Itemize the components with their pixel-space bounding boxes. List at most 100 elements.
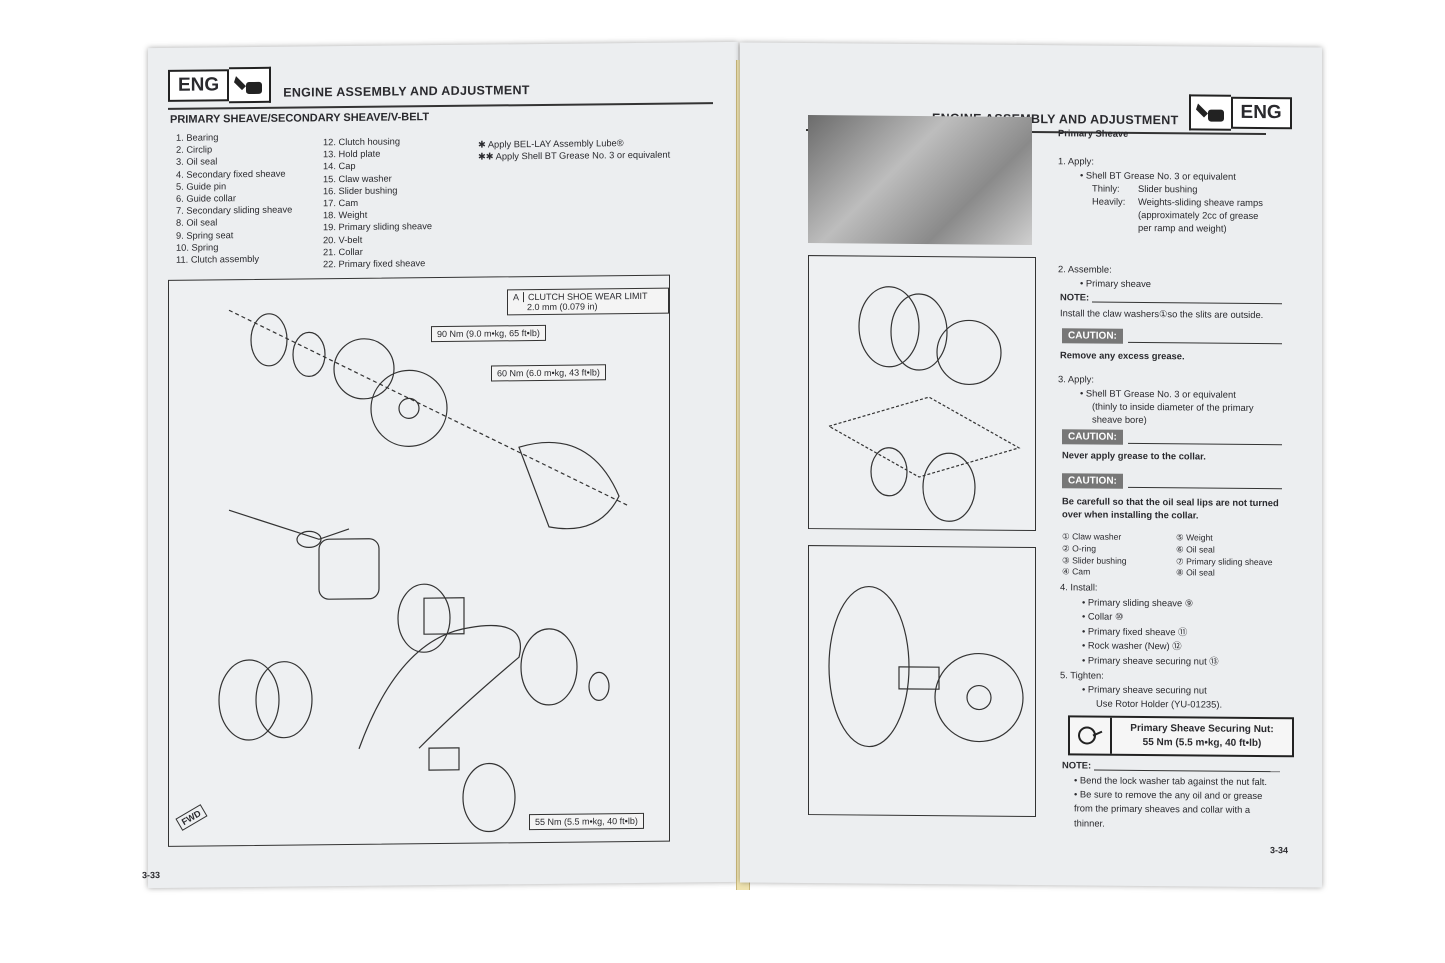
note-text: Install the claw washers①so the slits ar… (1060, 307, 1264, 321)
section-subtitle: PRIMARY SHEAVE/SECONDARY SHEAVE/V-BELT (170, 111, 430, 126)
step4: 4. Install: (1060, 581, 1098, 593)
note2-item: from the primary sheaves and collar with… (1074, 802, 1251, 816)
left-header: ENG ENGINE ASSEMBLY AND ADJUSTMENT (168, 64, 530, 104)
section-heading: Primary Sheave (1058, 127, 1129, 139)
parts-list-item: 16. Slider bushing (323, 185, 398, 197)
step3-a: • Shell BT Grease No. 3 or equivalent (1080, 387, 1236, 400)
step2: 2. Assemble: (1058, 263, 1112, 275)
primary-sheave-diagram (808, 255, 1036, 532)
caution-label-2: CAUTION: (1062, 429, 1123, 445)
step1: 1. Apply: (1058, 155, 1094, 167)
right-header: ENGINE ASSEMBLY AND ADJUSTMENT ENG (932, 92, 1292, 131)
eng-label-right: ENG (1230, 96, 1292, 130)
exploded-diagram-drawing (218, 309, 630, 833)
parts-list-item: 21. Collar (323, 246, 363, 258)
lube-notes: ✱ Apply BEL-LAY Assembly Lube®✱✱ Apply S… (478, 137, 670, 163)
legend-item: ④ Cam (1062, 566, 1091, 577)
caution-label-1: CAUTION: (1062, 328, 1123, 344)
note-rule (1092, 301, 1282, 305)
step1-a: • Shell BT Grease No. 3 or equivalent (1080, 169, 1236, 182)
legend-item: ③ Slider bushing (1062, 554, 1127, 566)
step3: 3. Apply: (1058, 373, 1094, 385)
caution-rule-3 (1128, 486, 1282, 490)
note2-rule (1094, 769, 1280, 773)
torque-55-callout: 55 Nm (5.5 m•kg, 40 ft•lb) (529, 812, 644, 831)
header-rule (168, 102, 713, 110)
step3-c: sheave bore) (1092, 413, 1147, 426)
wear-value: 2.0 mm (0.079 in) (527, 301, 598, 313)
step5-a: • Primary sheave securing nut (1082, 683, 1207, 696)
install-item: • Rock washer (New) ⑫ (1082, 639, 1182, 652)
install-item: • Primary sheave securing nut ⑬ (1082, 654, 1219, 667)
note-label: NOTE: (1060, 291, 1090, 303)
note2-item: thinner. (1074, 816, 1105, 829)
step1-thin-key: Thinly: (1092, 182, 1120, 194)
step2-a: • Primary sheave (1080, 277, 1152, 290)
wear-title: CLUTCH SHOE WEAR LIMIT (528, 290, 648, 303)
left-page: ENG ENGINE ASSEMBLY AND ADJUSTMENT PRIMA… (142, 41, 738, 889)
step4-items: • Primary sliding sheave ⑨• Collar ⑩ • Pr… (1082, 595, 1219, 668)
parts-list-item: 17. Cam (323, 197, 359, 209)
parts-list-item: 7. Secondary sliding sheave (176, 204, 293, 217)
parts-list-item: 4. Secondary fixed sheave (176, 168, 286, 180)
step1-heavy-val: Weights-sliding sheave ramps (1138, 195, 1263, 209)
step5: 5. Tighten: (1060, 669, 1104, 681)
right-page: ENGINE ASSEMBLY AND ADJUSTMENT ENG Prima… (740, 42, 1322, 888)
legend-item: ⑥ Oil seal (1176, 544, 1215, 555)
legend-item: ② O-ring (1062, 543, 1096, 554)
legend-item: ⑤ Weight (1176, 532, 1213, 543)
engine-wrench-icon (229, 66, 272, 104)
caution-text-2: Never apply grease to the collar. (1062, 449, 1206, 462)
left-page-number: 3-33 (142, 869, 161, 881)
step3-b: (thinly to inside diameter of the primar… (1092, 400, 1254, 413)
step1-heavy-val2: (approximately 2cc of grease (1138, 208, 1259, 221)
parts-list-item: 19. Primary sliding sheave (323, 221, 433, 233)
primary-sheave-drawing (827, 286, 1021, 522)
legend-item: ⑧ Oil seal (1176, 567, 1215, 578)
parts-list-item: 13. Hold plate (323, 148, 381, 160)
note2-label: NOTE: (1062, 759, 1092, 771)
note2-items: • Bend the lock washer tab against the n… (1074, 773, 1267, 831)
legend-item: ⑦ Primary sliding sheave (1176, 555, 1273, 567)
primary-fixed-sheave-drawing (828, 585, 1024, 748)
torque-wrench-icon (1070, 717, 1112, 754)
torque-title: Primary Sheave Securing Nut: (1130, 722, 1274, 736)
eng-label: ENG (168, 69, 230, 102)
left-page-title: ENGINE ASSEMBLY AND ADJUSTMENT (283, 83, 530, 100)
caution-text-3b: over when installing the collar. (1062, 508, 1199, 521)
torque-spec-box: Primary Sheave Securing Nut: 55 Nm (5.5 … (1068, 715, 1294, 758)
parts-list-item: 22. Primary fixed sheave (323, 258, 426, 270)
step1-heavy-val3: per ramp and weight) (1138, 221, 1227, 234)
parts-list-item: 12. Clutch housing (323, 136, 401, 148)
step5-b: Use Rotor Holder (YU-01235). (1096, 697, 1223, 710)
step1-heavy-key: Heavily: (1092, 195, 1126, 207)
parts-list-item: 14. Cap (323, 161, 356, 172)
caution-rule-2 (1128, 442, 1282, 446)
callout-letter: A (513, 292, 525, 303)
step1-thin-val: Slider bushing (1138, 182, 1198, 195)
right-page-number: 3-34 (1270, 845, 1289, 856)
install-item: • Primary fixed sheave ⑪ (1082, 625, 1188, 638)
engine-wrench-icon-right (1188, 94, 1231, 131)
parts-list-item: 11. Clutch assembly (176, 253, 260, 265)
lube-note: ✱✱ Apply Shell BT Grease No. 3 or equiva… (478, 149, 671, 162)
install-item: • Primary sliding sheave ⑨ (1082, 596, 1194, 609)
install-item: • Collar ⑩ (1082, 610, 1124, 623)
assembly-photo (808, 115, 1032, 246)
parts-list-item: 20. V-belt (323, 234, 363, 245)
torque-value: 55 Nm (5.5 m•kg, 40 ft•lb) (1142, 736, 1262, 750)
torque-60-callout: 60 Nm (6.0 m•kg, 43 ft•lb) (491, 364, 606, 382)
parts-list-item: 15. Claw washer (323, 173, 392, 184)
torque-90-callout: 90 Nm (9.0 m•kg, 65 ft•lb) (431, 324, 546, 343)
caution-label-3: CAUTION: (1062, 473, 1123, 489)
primary-fixed-sheave-diagram (808, 545, 1036, 818)
parts-list-item: 18. Weight (323, 210, 368, 221)
caution-rule-1 (1128, 341, 1282, 345)
torque-spec-text: Primary Sheave Securing Nut: 55 Nm (5.5 … (1112, 722, 1292, 752)
